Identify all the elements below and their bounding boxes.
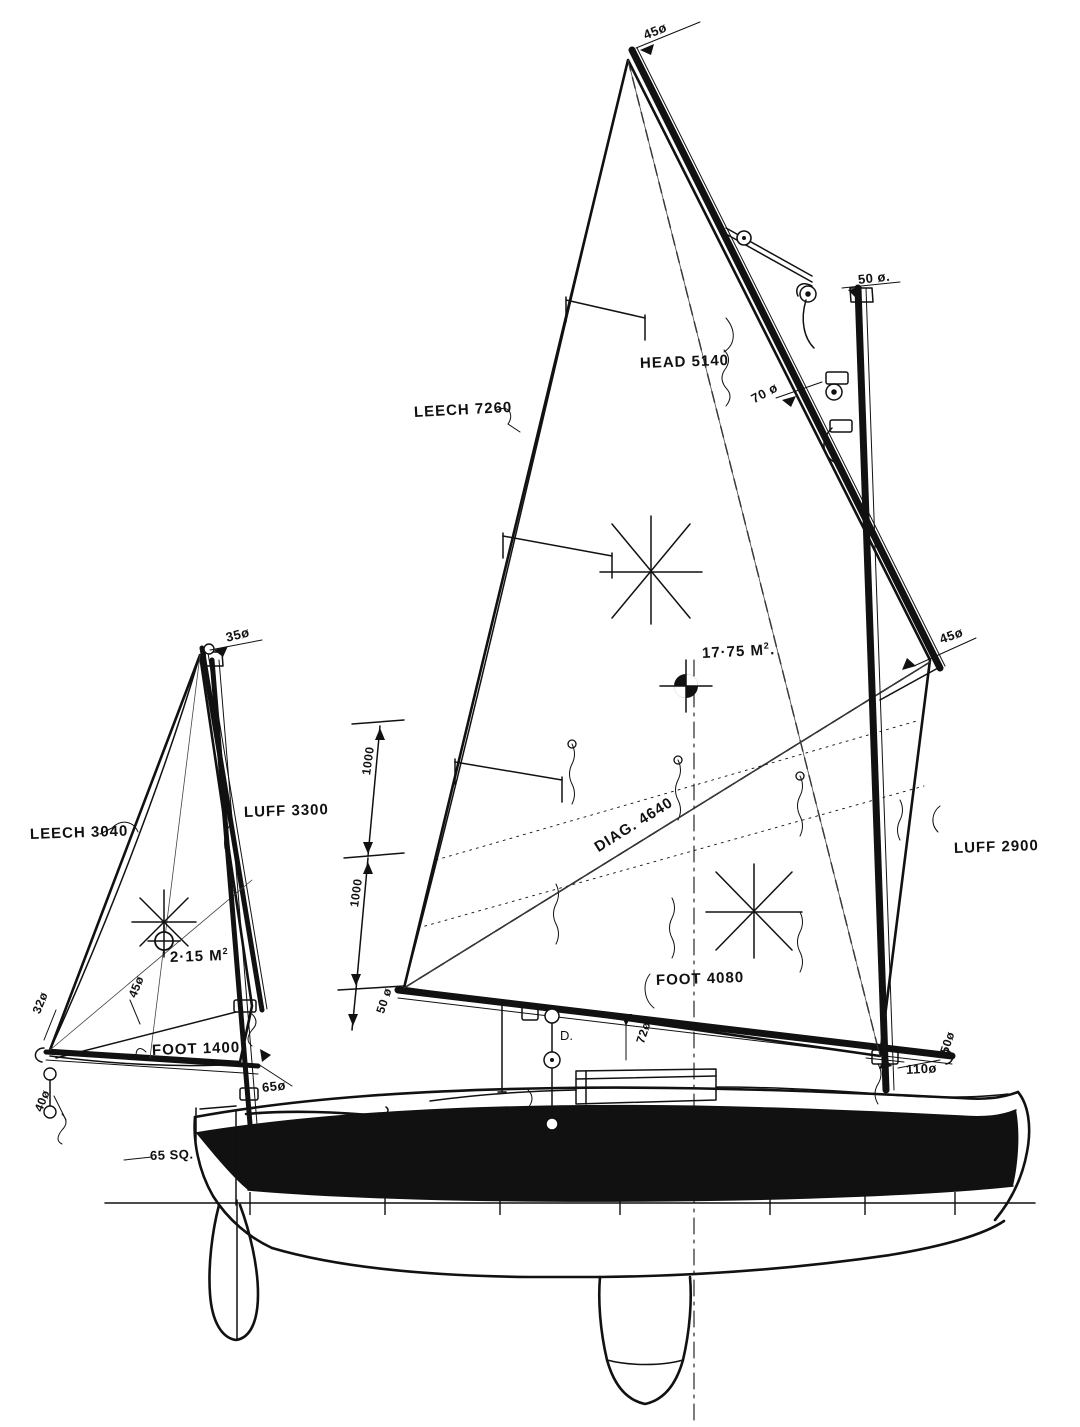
mizzen-mast-group	[203, 643, 259, 1127]
main-mast-group	[721, 227, 939, 1105]
mizzen-sheet-group	[34, 1011, 237, 1145]
main-boom-group: D. D.	[497, 999, 954, 1131]
centre-of-effort-main	[659, 659, 713, 713]
centre-of-effort-mizzen	[147, 924, 181, 958]
leader-lines	[43, 21, 977, 1163]
hull-group	[193, 1068, 1031, 1406]
dimension-ladder	[337, 719, 405, 1031]
svg-text:D.: D.	[560, 1028, 573, 1043]
main-sail-group	[394, 46, 956, 1065]
mizzen-sail-group	[43, 645, 268, 1075]
dimension-arrowheads	[214, 44, 916, 1069]
svg-text:D.: D.	[560, 1116, 573, 1131]
